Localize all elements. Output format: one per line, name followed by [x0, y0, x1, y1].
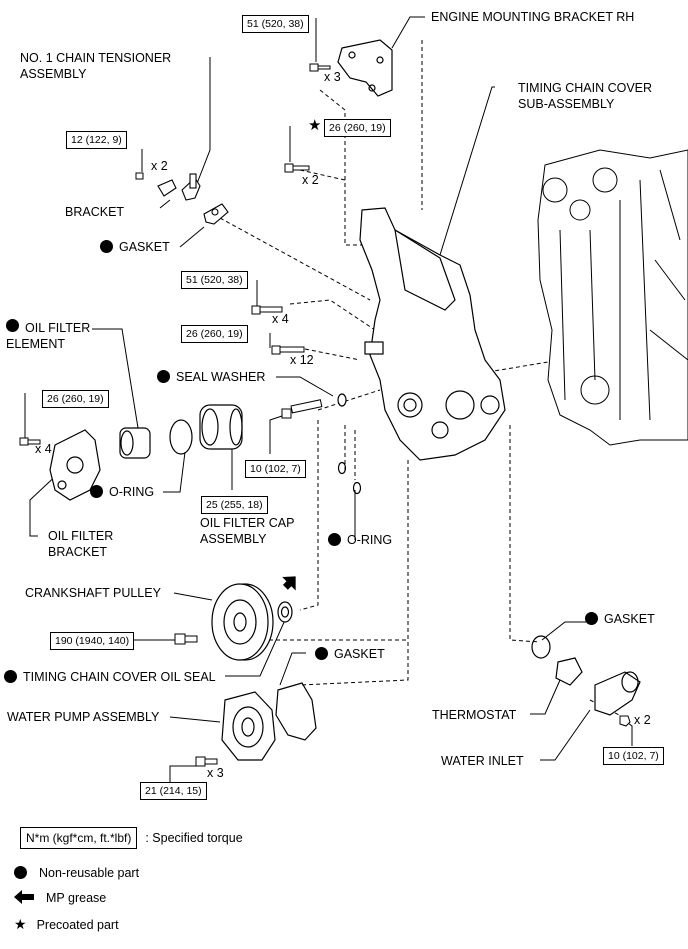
- qty-tensioner: x 2: [151, 159, 168, 173]
- label-bracket: BRACKET: [65, 205, 125, 219]
- precoated-star-icon: ★: [308, 117, 322, 134]
- torque-cover-10: 10 (102, 7): [245, 460, 306, 478]
- torque-oil-cap: 25 (255, 18): [201, 496, 268, 514]
- engine-block-drawing: [537, 149, 688, 446]
- qty-oil-bracket: x 4: [35, 442, 52, 456]
- label-gasket-right: GASKET: [585, 612, 655, 627]
- torque-cover-26: 26 (260, 19): [181, 325, 248, 343]
- label-gasket-top: GASKET: [100, 240, 170, 255]
- qty-water-inlet: x 2: [634, 713, 651, 727]
- non-reusable-dot-icon: [6, 319, 19, 332]
- label-o-ring-mid: O-RING: [328, 533, 392, 548]
- label-water-pump: WATER PUMP ASSEMBLY: [7, 710, 160, 724]
- mp-grease-arrow: [282, 576, 296, 591]
- label-timing-chain-cover: TIMING CHAIN COVER SUB-ASSEMBLY: [518, 81, 653, 111]
- label-oil-filter-bracket: OIL FILTER BRACKET: [48, 529, 114, 559]
- crankshaft-pulley-drawing: [211, 583, 293, 661]
- qty-cover-51: x 4: [272, 312, 289, 326]
- non-reusable-dot-icon: [315, 647, 328, 660]
- non-reusable-dot-icon: [585, 612, 598, 625]
- label-thermostat: THERMOSTAT: [432, 708, 517, 722]
- water-pump-drawing: [221, 682, 317, 761]
- label-gasket-mid: GASKET: [315, 647, 385, 662]
- non-reusable-dot-icon: [14, 866, 27, 879]
- non-reusable-dot-icon: [90, 485, 103, 498]
- label-engine-mounting-bracket: ENGINE MOUNTING BRACKET RH: [431, 10, 635, 24]
- torque-water-pump: 21 (214, 15): [140, 782, 207, 800]
- chain-tensioner-drawing: [157, 173, 229, 225]
- label-water-inlet: WATER INLET: [441, 754, 524, 768]
- thermostat-drawing: [531, 635, 641, 716]
- non-reusable-dot-icon: [157, 370, 170, 383]
- non-reusable-dot-icon: [328, 533, 341, 546]
- engine-mounting-bracket-drawing: [337, 39, 393, 97]
- legend-precoated: ★Precoated part: [14, 916, 119, 932]
- label-timing-chain-cover-oil-seal: TIMING CHAIN COVER OIL SEAL: [4, 670, 216, 685]
- bolt-icons: [19, 63, 631, 767]
- timing-chain-cover-drawing: [337, 207, 506, 461]
- oil-filter-drawing: [49, 404, 362, 501]
- mp-grease-arrow-icon: [14, 890, 34, 904]
- legend-torque-unit: N*m (kgf*cm, ft.*lbf): [20, 827, 138, 849]
- torque-tensioner: 12 (122, 9): [66, 131, 127, 149]
- torque-precoated: 26 (260, 19): [324, 119, 391, 137]
- label-o-ring-left: O-RING: [90, 485, 154, 500]
- torque-water-inlet: 10 (102, 7): [603, 747, 664, 765]
- non-reusable-dot-icon: [100, 240, 113, 253]
- qty-cover-26: x 12: [290, 353, 314, 367]
- legend-mp-grease: MP grease: [14, 890, 106, 906]
- label-chain-tensioner: NO. 1 CHAIN TENSIONER ASSEMBLY: [20, 51, 172, 81]
- label-oil-filter-cap: OIL FILTER CAP ASSEMBLY: [200, 516, 295, 546]
- label-oil-filter-element: OIL FILTER ELEMENT: [6, 319, 91, 351]
- torque-oil-bracket: 26 (260, 19): [42, 390, 109, 408]
- label-seal-washer: SEAL WASHER: [157, 370, 265, 385]
- torque-pulley: 190 (1940, 140): [50, 632, 135, 650]
- qty-mount-bracket: x 3: [324, 70, 341, 84]
- label-crankshaft-pulley: CRANKSHAFT PULLEY: [25, 586, 161, 600]
- torque-mount-bracket: 51 (520, 38): [242, 15, 309, 33]
- torque-cover-51: 51 (520, 38): [181, 271, 248, 289]
- qty-precoated: x 2: [302, 173, 319, 187]
- precoated-star-icon: ★: [14, 916, 27, 932]
- non-reusable-dot-icon: [4, 670, 17, 683]
- legend-torque: N*m (kgf*cm, ft.*lbf): Specified torque: [20, 827, 243, 849]
- qty-water-pump: x 3: [207, 766, 224, 780]
- legend-non-reusable: Non-reusable part: [14, 865, 139, 881]
